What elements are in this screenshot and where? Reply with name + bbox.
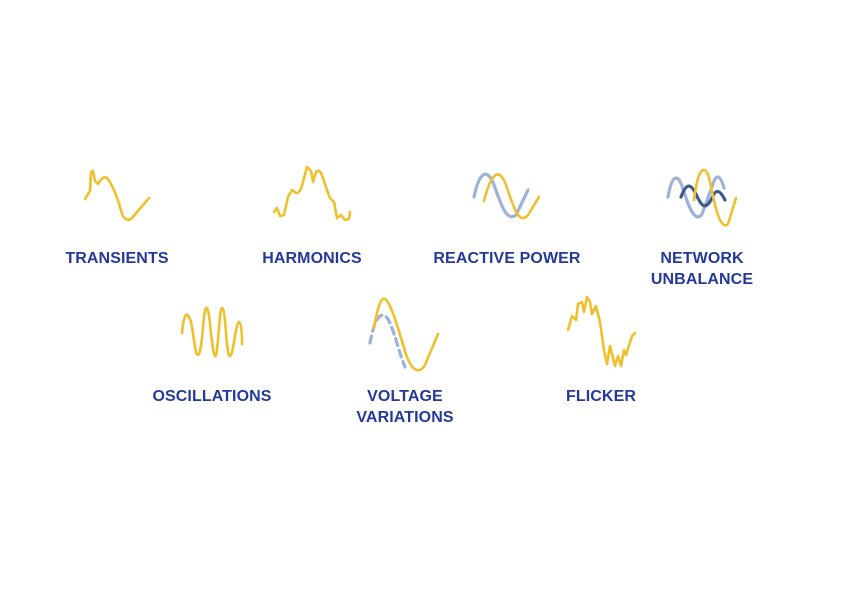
- oscillations-label: OSCILLATIONS: [152, 388, 272, 405]
- harmonics-label: HARMONICS: [262, 250, 362, 267]
- phase-shift-wave-icon: [472, 172, 541, 220]
- reactive-power-label: REACTIVE POWER: [433, 250, 581, 267]
- transients-wave-icon: [83, 169, 151, 222]
- voltage-variation-wave-icon: [368, 297, 440, 372]
- transients-label: TRANSIENTS: [65, 250, 169, 267]
- harmonics-wave-icon: [272, 165, 352, 222]
- oscillation-wave-icon: [180, 306, 244, 358]
- voltage-variations-label: VOLTAGE VARIATIONS: [356, 388, 454, 426]
- flicker-label: FLICKER: [565, 388, 637, 405]
- flicker-wave-icon: [566, 295, 637, 368]
- three-phase-wave-icon: [666, 168, 738, 227]
- network-unbalance-label: NETWORK UNBALANCE: [650, 250, 754, 288]
